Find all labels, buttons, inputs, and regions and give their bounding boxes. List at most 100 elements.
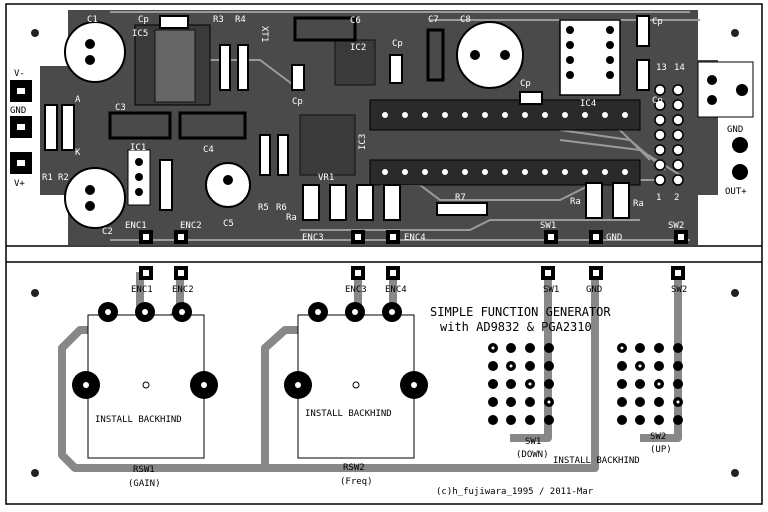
label-cp-6: Cp — [652, 96, 663, 106]
vr1-pin-d — [383, 184, 401, 221]
label-r4: R4 — [235, 15, 246, 25]
label-ic4: IC4 — [580, 99, 596, 109]
label-cp-2: Cp — [292, 97, 303, 107]
label-c3: C3 — [115, 103, 126, 113]
cap-c1 — [64, 21, 126, 83]
label-enc2: ENC2 — [172, 285, 194, 295]
label-c7: C7 — [428, 15, 439, 25]
label-ic1: IC1 — [130, 143, 146, 153]
label-ic5: IC5 — [132, 29, 148, 39]
cap-c-small — [159, 159, 173, 211]
bottom-board: ENC1 ENC2 ENC3 ENC4 SW1 GND SW2 — [58, 266, 687, 497]
resistor-r6 — [277, 134, 289, 176]
board-title: SIMPLE FUNCTION GENERATOR — [430, 305, 611, 319]
label-a: A — [75, 95, 81, 105]
right-header — [654, 84, 684, 186]
label-top-gnd: GND — [606, 233, 622, 243]
label-top-enc2: ENC2 — [180, 221, 202, 231]
label-k: K — [75, 148, 81, 158]
label-top-enc1: ENC1 — [125, 221, 147, 231]
sw2-name: SW2 — [650, 432, 666, 442]
tact-switch-sw2 — [617, 343, 683, 425]
mounting-holes — [31, 29, 739, 477]
label-top-enc3: ENC3 — [302, 233, 324, 243]
sw1-name: SW1 — [525, 437, 541, 447]
label-xt1: XT1 — [259, 26, 269, 42]
cap-c6 — [293, 16, 357, 42]
label-enc4: ENC4 — [385, 285, 407, 295]
label-pin2: 2 — [674, 193, 679, 203]
label-c1: C1 — [87, 15, 98, 25]
sw2-func: (UP) — [650, 445, 672, 455]
rsw2-install-note: INSTALL BACKHIND — [305, 409, 392, 419]
label-top-sw1: SW1 — [540, 221, 556, 231]
top-connector-pads — [139, 230, 688, 244]
label-r1: R1 — [42, 173, 53, 183]
rsw2-func: (Freq) — [340, 477, 373, 487]
label-c5: C5 — [223, 219, 234, 229]
top-board: V- GND V+ — [10, 10, 754, 245]
label-r3: R3 — [213, 15, 224, 25]
label-v-plus: V+ — [14, 179, 25, 189]
label-cp-1: Cp — [138, 15, 149, 25]
label-v-minus: V- — [14, 69, 25, 79]
resistor-r5 — [259, 134, 271, 176]
label-vr1: VR1 — [318, 173, 334, 183]
cap-cp-5 — [636, 15, 650, 47]
vr1-pin-b — [329, 184, 347, 221]
cap-c4 — [178, 111, 247, 140]
label-enc1: ENC1 — [131, 285, 153, 295]
label-gnd-left: GND — [10, 106, 26, 116]
vr1-pin-c — [356, 184, 374, 221]
label-enc3: ENC3 — [345, 285, 367, 295]
label-c2: C2 — [102, 227, 113, 237]
rotary-switch-rsw1 — [72, 302, 218, 459]
cap-cp-4 — [519, 91, 543, 105]
label-r5: R5 — [258, 203, 269, 213]
label-cp-4: Cp — [520, 79, 531, 89]
label-top-sw2: SW2 — [668, 221, 684, 231]
rsw1-install-note: INSTALL BACKHIND — [95, 415, 182, 425]
cap-c8 — [456, 21, 524, 89]
label-sw1: SW1 — [543, 285, 559, 295]
label-vr2: VR2 — [702, 53, 718, 63]
label-cp-3: Cp — [392, 39, 403, 49]
label-pin13: 13 — [656, 63, 667, 73]
cap-c7 — [426, 28, 445, 82]
switch-install-note: INSTALL BACKHIND — [553, 456, 640, 466]
cap-cp-3 — [389, 54, 403, 84]
rsw1-func: (GAIN) — [128, 479, 161, 489]
label-pin1: 1 — [656, 193, 661, 203]
label-r7: R7 — [455, 193, 466, 203]
label-r6: R6 — [276, 203, 287, 213]
cap-cp-6 — [636, 59, 650, 91]
label-c4: C4 — [203, 145, 214, 155]
label-ra-1: Ra — [286, 213, 297, 223]
resistor-r3 — [219, 44, 231, 91]
label-gnd-right: GND — [727, 125, 743, 135]
label-pin14: 14 — [674, 63, 685, 73]
cap-cp-1 — [159, 15, 189, 29]
rsw2-name: RSW2 — [343, 463, 365, 473]
cap-c5 — [205, 162, 251, 208]
cap-cp-2 — [291, 64, 305, 91]
ic-mid-body — [299, 114, 356, 176]
rotary-switch-rsw2 — [284, 302, 428, 459]
board-subtitle: with AD9832 & PGA2310 — [440, 320, 592, 334]
tact-switch-sw1 — [488, 343, 554, 425]
ra-pin-b — [612, 182, 630, 219]
label-r2: R2 — [58, 173, 69, 183]
label-sw2: SW2 — [671, 285, 687, 295]
power-terminals — [10, 80, 32, 174]
resistor-r7 — [436, 202, 488, 216]
label-ic3: IC3 — [358, 134, 368, 150]
sw1-func: (DOWN) — [516, 450, 549, 460]
label-c8: C8 — [460, 15, 471, 25]
label-c6: C6 — [350, 16, 361, 26]
cap-c2 — [64, 167, 126, 229]
label-ra-2: Ra — [570, 197, 581, 207]
label-ic2: IC2 — [350, 43, 366, 53]
label-out-plus: OUT+ — [725, 187, 747, 197]
label-gnd: GND — [586, 285, 602, 295]
